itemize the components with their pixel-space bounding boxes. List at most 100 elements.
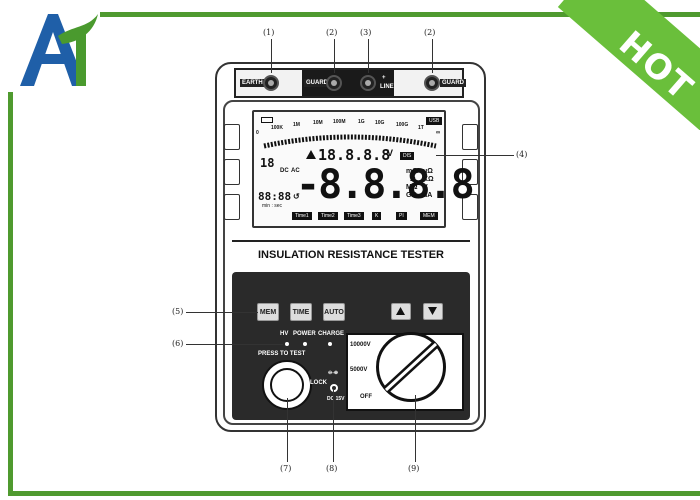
earth-terminal[interactable] (263, 75, 279, 91)
callout-7: (7) (280, 464, 292, 473)
frame-bottom-bar (8, 491, 700, 496)
lcd-top-digits: 18.8.8.8 (318, 146, 391, 164)
callout-2-right: (2) (424, 28, 436, 37)
up-arrow-button[interactable] (391, 303, 411, 320)
callout-8: (8) (326, 464, 338, 473)
dial-pointer (383, 341, 439, 393)
callout-line-4 (436, 155, 514, 156)
left-soft-key-3[interactable] (224, 194, 240, 220)
unit-micro-ohm: uΩ (423, 168, 433, 175)
earth-label: EARTH (240, 79, 265, 87)
battery-icon (261, 117, 273, 123)
line-terminal[interactable] (360, 75, 376, 91)
unit-kilo-ohm: KΩ (423, 176, 434, 183)
scale-end: ∞ (436, 130, 441, 136)
range-5000v-label: 5000V (350, 367, 368, 373)
press-to-test-label: PRESS TO TEST (258, 351, 306, 357)
right-soft-key-3[interactable] (462, 194, 478, 220)
line-plus-sign: + (382, 75, 386, 81)
time-button[interactable]: TIME (290, 303, 312, 321)
charge-led (328, 342, 332, 346)
dc-polarity-icon: ⊖-⊕ (328, 370, 339, 376)
scale-tick-10m: 10M (313, 120, 323, 126)
callout-line-5 (186, 312, 258, 313)
callout-line-8 (333, 390, 334, 462)
scale-tick-1t: 1T (418, 125, 424, 131)
dc-indicator: DC (280, 168, 289, 174)
power-led (303, 342, 307, 346)
timer-unit: min : sec (262, 203, 283, 209)
callout-6: (6) (172, 339, 184, 348)
chip-mem: MEM (420, 212, 438, 220)
device-title: INSULATION RESISTANCE TESTER (258, 249, 444, 261)
scale-tick-1m: 1M (293, 122, 300, 128)
lcd-top-unit: V (387, 148, 394, 158)
callout-line-6 (186, 344, 283, 345)
callout-1: (1) (263, 28, 275, 37)
left-soft-key-1[interactable] (224, 124, 240, 150)
scale-start: 0 (256, 130, 259, 136)
down-arrow-button[interactable] (423, 303, 443, 320)
chip-time2: Time2 (318, 212, 338, 220)
auto-button[interactable]: AUTO (323, 303, 345, 321)
right-soft-key-2[interactable] (462, 159, 478, 185)
unit-mohm-milli: mΩ (406, 168, 418, 175)
down-arrow-icon (428, 307, 437, 315)
callout-line-3 (368, 39, 369, 73)
guard-terminal-left[interactable] (326, 75, 342, 91)
line-label: LINE (380, 84, 394, 90)
test-knob-ring (270, 368, 304, 402)
power-led-label: POWER (293, 331, 316, 337)
callout-4: (4) (516, 150, 528, 159)
unit-mega-ohm: MΩ (406, 184, 418, 191)
guard-terminal-right[interactable] (424, 75, 440, 91)
callout-9: (9) (408, 464, 420, 473)
timer-clock-icon: ↺ (293, 192, 300, 201)
range-off-label: OFF (360, 394, 372, 400)
callout-line-2-left (334, 39, 335, 73)
lock-label: LOCK (310, 380, 327, 386)
unit-volt: V (423, 184, 428, 191)
charge-led-label: CHARGE (318, 331, 345, 337)
chip-pi: PI (396, 212, 407, 220)
callout-3: (3) (360, 28, 372, 37)
lcd-left-number: 18 (260, 156, 275, 170)
unit-ohm: Ω (410, 176, 416, 183)
scale-tick-1g: 1G (358, 119, 365, 125)
dc-input-jack[interactable] (330, 384, 338, 392)
ac-indicator: AC (291, 168, 300, 174)
left-soft-key-2[interactable] (224, 159, 240, 185)
hv-led-label: HV (280, 331, 289, 337)
scale-tick-100k: 100K (271, 125, 283, 131)
high-voltage-warning-icon (306, 150, 316, 159)
chip-k: K (372, 212, 382, 220)
guard-label-right: GUARD (440, 79, 466, 87)
frame-top-bar (100, 12, 700, 17)
bar-graph-scale (263, 134, 437, 149)
range-10000v-label: 10000V (350, 342, 371, 348)
scale-tick-100g: 100G (396, 122, 409, 128)
mem-button[interactable]: MEM (257, 303, 279, 321)
lcd-display (252, 110, 446, 228)
usb-indicator: USB (426, 117, 443, 125)
callout-5: (5) (172, 307, 184, 316)
tester-face (223, 100, 480, 425)
unit-micro-amp: uA (423, 192, 433, 199)
up-arrow-icon (396, 307, 405, 315)
company-logo (14, 8, 102, 90)
title-band (232, 240, 470, 272)
hv-led (285, 342, 289, 346)
chip-time1: Time1 (292, 212, 312, 220)
callout-line-1 (271, 39, 272, 73)
callout-2-left: (2) (326, 28, 338, 37)
lcd-main-digits: -8.8.8.8 (296, 162, 475, 208)
right-soft-key-1[interactable] (462, 124, 478, 150)
scale-tick-10g: 10G (375, 120, 385, 126)
callout-line-7 (287, 398, 288, 462)
unit-giga-ohm: GΩ (406, 192, 418, 199)
guard-label-left: GUARD (304, 79, 330, 87)
chip-time3: Time3 (344, 212, 364, 220)
frame-left-bar (8, 92, 13, 496)
lcd-timer: 88:88 (258, 190, 292, 203)
callout-line-2-right (432, 39, 433, 73)
